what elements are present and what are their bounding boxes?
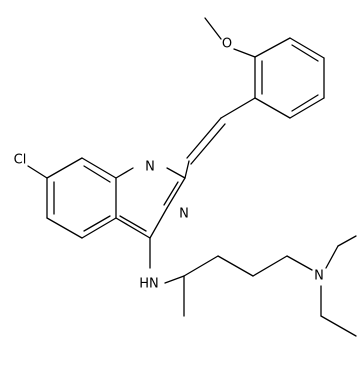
bond-benzo-5 — [81, 217, 117, 239]
bond-c7-cl — [27, 165, 48, 179]
bond-phenyl-inner-1 — [291, 44, 319, 62]
bond-benzo-4 — [46, 217, 83, 239]
bond-benzo-inner-3 — [83, 215, 111, 232]
bond-pyr-c2-n3 — [166, 177, 186, 209]
atom-oxygen: O — [222, 37, 232, 52]
bond-phenyl-4 — [289, 97, 325, 119]
bond-vinyl-double-b — [190, 123, 226, 165]
bond-phenyl-2 — [289, 37, 325, 59]
atom-nitrogen-diethyl: N — [314, 269, 324, 284]
bond-pyr-inner-2 — [119, 215, 147, 232]
bond-phenyl-5 — [254, 97, 291, 119]
bond-chain-2 — [217, 255, 254, 277]
bond-pyr-n1-c2 — [166, 167, 186, 179]
bond-n-ethyl-up-1 — [325, 245, 339, 269]
atom-nitrogen-ring-top: N — [145, 160, 155, 175]
bond-n-ethyl-up-2 — [337, 235, 357, 247]
bond-phenyl-1 — [254, 37, 291, 58]
bond-pyr-c8a-n1 — [115, 167, 134, 179]
bond-n-ethyl-down-2 — [320, 315, 357, 337]
atom-nitrogen-ring-bottom: N — [179, 207, 189, 222]
bond-chain-3 — [252, 255, 288, 277]
bond-pyr-c4-c4a — [115, 217, 151, 239]
bond-chain-1 — [183, 255, 219, 277]
bond-chain-4 — [286, 255, 313, 271]
bond-benzo-inner-1 — [83, 165, 111, 183]
bond-methyl-o — [204, 17, 222, 40]
bond-benzo-2 — [46, 157, 83, 179]
bond-vinyl-double-a — [186, 117, 222, 159]
bond-pyr-n3-c4 — [149, 207, 168, 239]
bond-benzo-1 — [81, 157, 117, 179]
bond-o-aryl — [233, 48, 256, 58]
atom-amine-nh: HN — [139, 277, 159, 292]
bond-phenyl-inner-2 — [291, 94, 319, 112]
bond-vinyl-2 — [184, 160, 190, 179]
bond-nh-ch — [164, 275, 185, 284]
bond-pyr-inner-1 — [163, 181, 179, 206]
atom-chlorine: Cl — [14, 153, 27, 168]
bond-vinyl-1 — [220, 97, 256, 119]
